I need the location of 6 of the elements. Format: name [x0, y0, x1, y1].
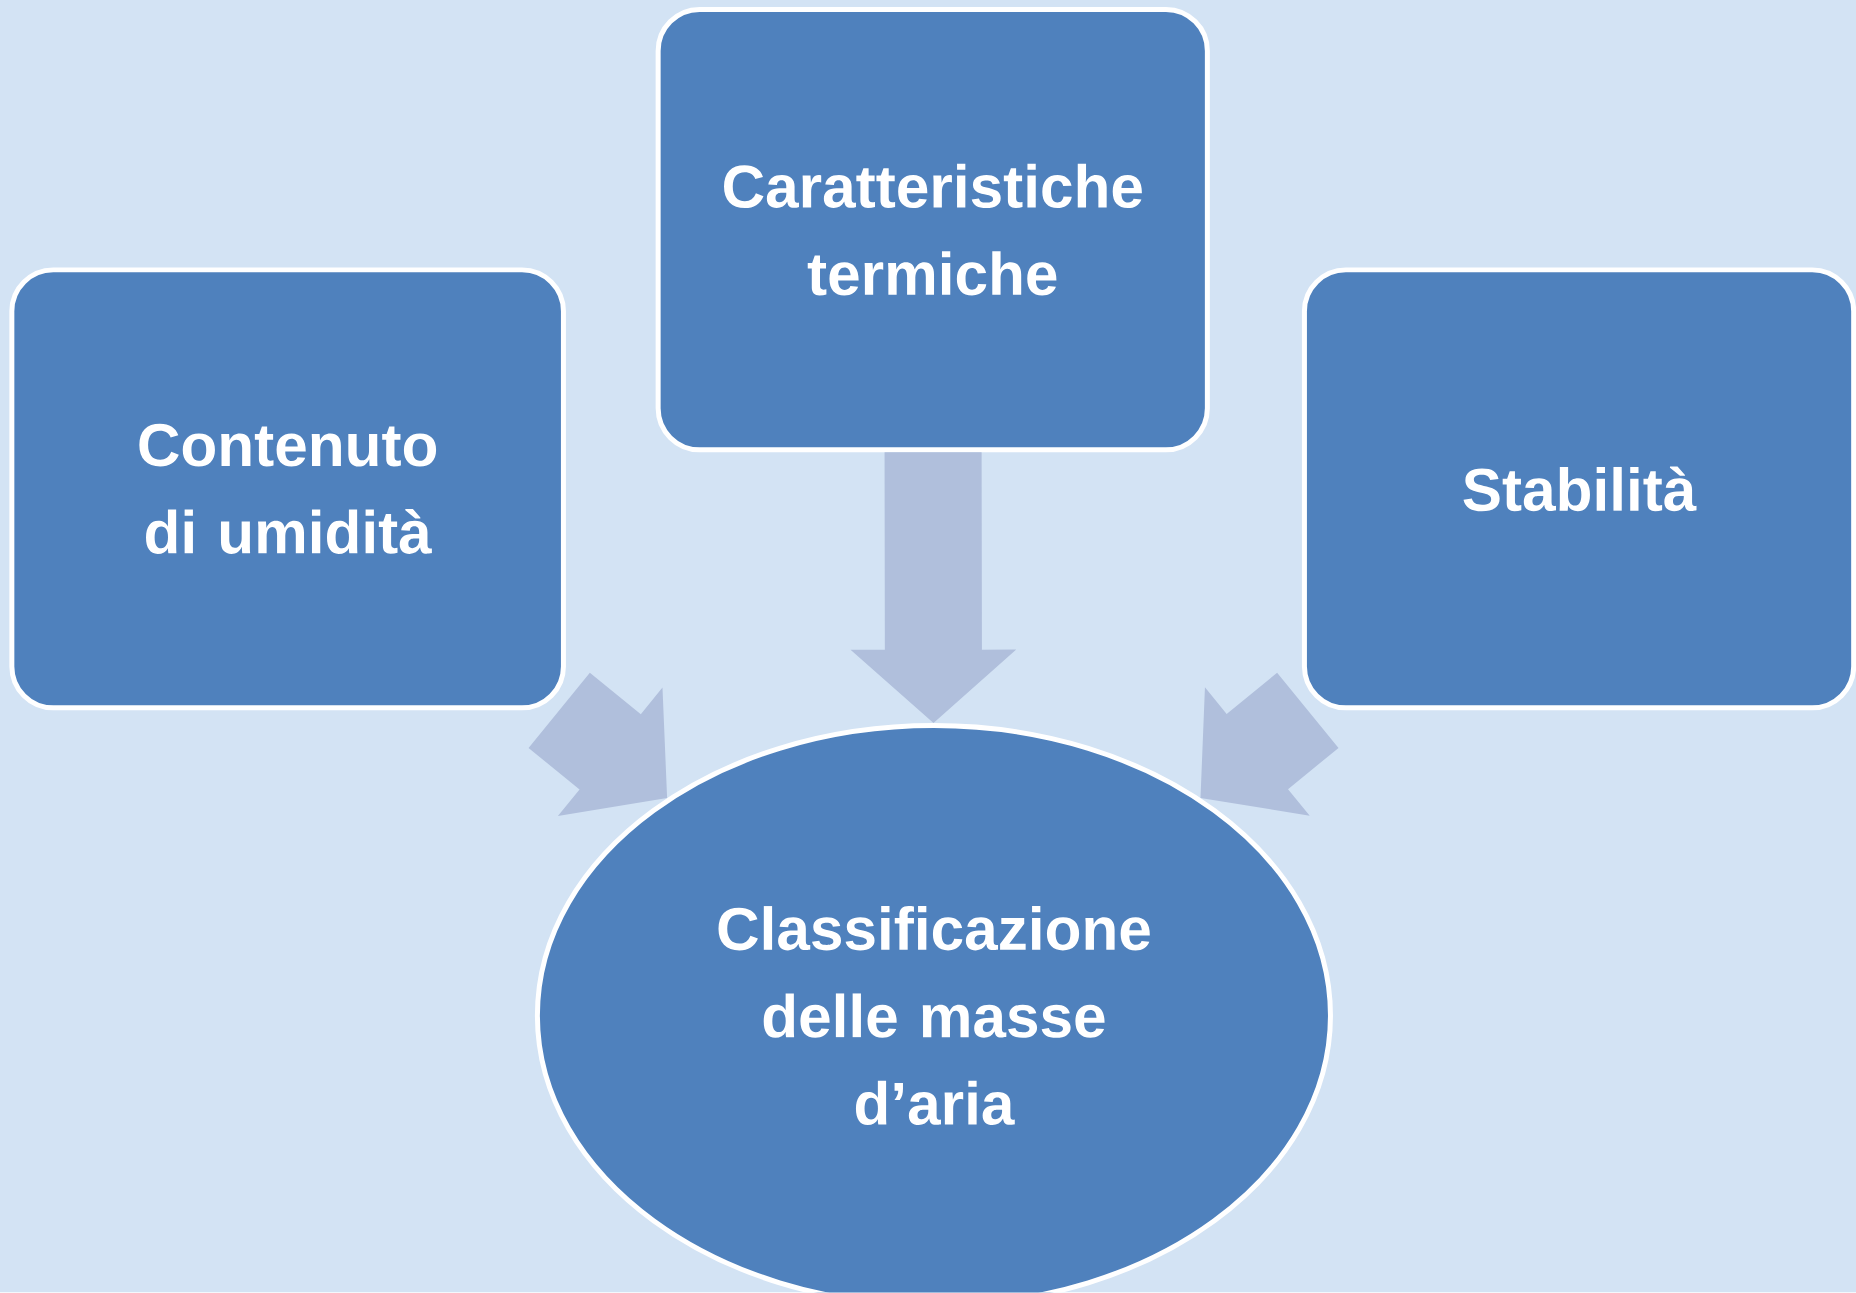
block-arrow	[850, 452, 1017, 724]
block-arrow	[1200, 672, 1339, 816]
process-box: Caratteristiche termiche	[655, 7, 1210, 453]
process-box: Contenuto di umidità	[9, 267, 566, 711]
block-arrow	[528, 672, 668, 817]
process-box: Stabilità	[1301, 267, 1856, 711]
